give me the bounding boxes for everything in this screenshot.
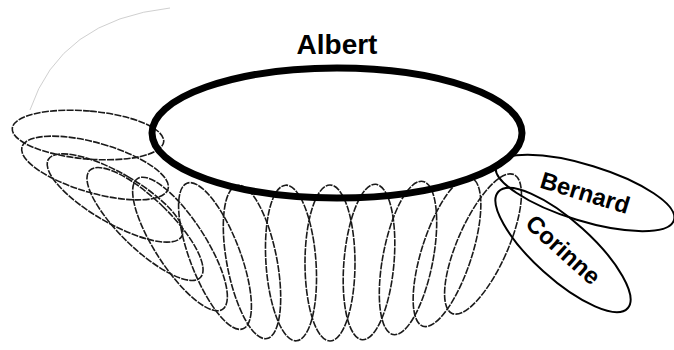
ring <box>337 182 400 342</box>
ring-node: Albert <box>147 30 527 205</box>
ring <box>10 104 166 165</box>
ring <box>164 174 267 338</box>
ring-ellipse <box>479 170 647 330</box>
ring <box>305 185 355 341</box>
ring <box>369 177 448 340</box>
ring-label: Corinne <box>520 210 605 290</box>
ring <box>36 138 194 258</box>
ring-label: Albert <box>147 30 527 61</box>
ring <box>213 181 292 344</box>
faint-arc <box>30 8 170 110</box>
ring-ellipse <box>488 139 674 247</box>
ring-ellipse <box>152 68 522 198</box>
